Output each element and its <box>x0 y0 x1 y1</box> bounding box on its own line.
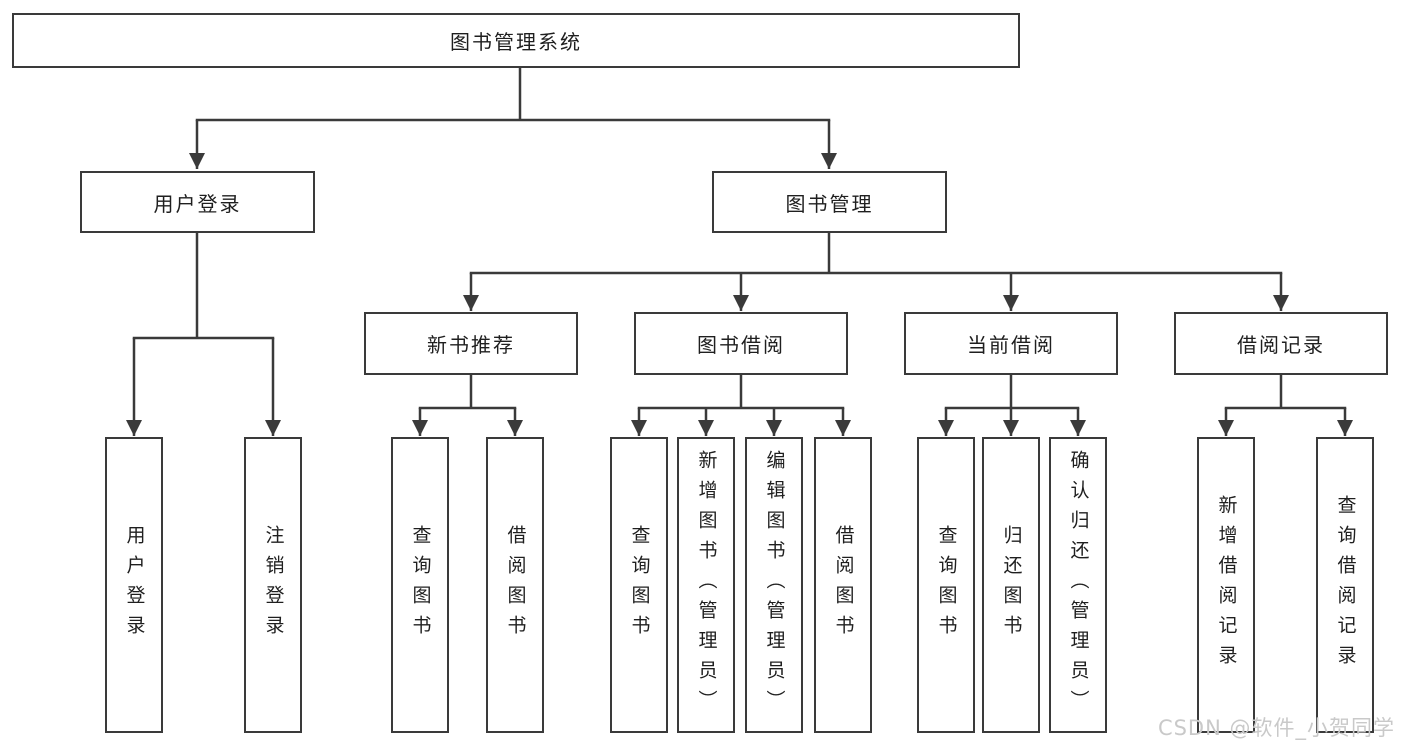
leaf-query-borrow-record: 查询借阅记录 <box>1316 437 1374 733</box>
connector-current-borrow <box>938 373 1086 436</box>
connector-root <box>189 66 837 169</box>
leaf-query-books-recommend-label: 查询图书 <box>409 525 432 645</box>
leaf-borrow-books-label: 借阅图书 <box>832 525 855 645</box>
leaf-user-login-label: 用户登录 <box>123 525 146 645</box>
leaf-edit-books-admin-label: 编辑图书（管理员） <box>763 450 786 720</box>
leaf-query-books-recommend: 查询图书 <box>391 437 449 733</box>
leaf-query-borrow-record-label: 查询借阅记录 <box>1334 495 1357 675</box>
leaf-query-books-current: 查询图书 <box>917 437 975 733</box>
node-borrow-record: 借阅记录 <box>1174 312 1388 375</box>
leaf-query-books-borrow-label: 查询图书 <box>628 525 651 645</box>
leaf-add-borrow-record-label: 新增借阅记录 <box>1215 495 1238 675</box>
connector-book-mgmt <box>463 231 1289 311</box>
leaf-borrow-books-recommend: 借阅图书 <box>486 437 544 733</box>
leaf-query-books-current-label: 查询图书 <box>935 525 958 645</box>
connector-user-login <box>126 231 281 436</box>
leaf-add-borrow-record: 新增借阅记录 <box>1197 437 1255 733</box>
leaf-logout-label: 注销登录 <box>262 525 285 645</box>
leaf-confirm-return-admin: 确认归还（管理员） <box>1049 437 1107 733</box>
leaf-borrow-books-recommend-label: 借阅图书 <box>504 525 527 645</box>
node-book-borrow: 图书借阅 <box>634 312 848 375</box>
node-book-borrow-label: 图书借阅 <box>697 333 785 357</box>
node-user-login-label: 用户登录 <box>153 191 242 216</box>
node-borrow-record-label: 借阅记录 <box>1237 333 1325 357</box>
connector-new-book-recommend <box>412 373 523 436</box>
node-book-mgmt-label: 图书管理 <box>785 191 874 216</box>
leaf-return-books-label: 归还图书 <box>1000 525 1023 645</box>
node-root-label: 图书管理系统 <box>450 30 582 54</box>
leaf-user-login: 用户登录 <box>105 437 163 733</box>
node-current-borrow: 当前借阅 <box>904 312 1118 375</box>
leaf-borrow-books: 借阅图书 <box>814 437 872 733</box>
leaf-edit-books-admin: 编辑图书（管理员） <box>745 437 803 733</box>
leaf-logout: 注销登录 <box>244 437 302 733</box>
leaf-return-books: 归还图书 <box>982 437 1040 733</box>
node-new-book-recommend: 新书推荐 <box>364 312 578 375</box>
leaf-query-books-borrow: 查询图书 <box>610 437 668 733</box>
leaf-confirm-return-admin-label: 确认归还（管理员） <box>1067 450 1090 720</box>
connector-book-borrow <box>631 373 851 436</box>
node-book-mgmt: 图书管理 <box>712 171 947 233</box>
connector-borrow-record <box>1218 373 1353 436</box>
watermark: CSDN @软件_小贺同学 <box>1157 716 1395 740</box>
leaf-add-books-admin-label: 新增图书（管理员） <box>695 450 718 720</box>
node-root: 图书管理系统 <box>12 13 1020 68</box>
node-current-borrow-label: 当前借阅 <box>967 333 1055 357</box>
node-new-book-recommend-label: 新书推荐 <box>427 333 515 357</box>
leaf-add-books-admin: 新增图书（管理员） <box>677 437 735 733</box>
node-user-login: 用户登录 <box>80 171 315 233</box>
